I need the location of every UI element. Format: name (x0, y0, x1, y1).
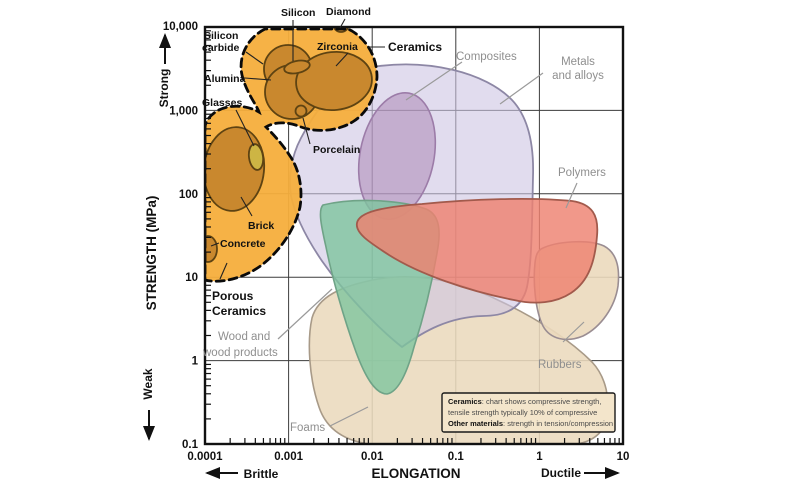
svg-text:1,000: 1,000 (169, 105, 198, 117)
label-strong: Strong (157, 69, 171, 108)
svg-text:1: 1 (192, 356, 199, 368)
label-zirconia: Zirconia (317, 41, 358, 53)
ceramics-dashed-boundary (205, 27, 379, 283)
label-concrete: Concrete (220, 238, 266, 250)
leader-lines-gray (277, 61, 585, 427)
label-rubbers: Rubbers (538, 359, 582, 371)
svg-text:10: 10 (185, 272, 198, 284)
leader-lines-black (210, 18, 385, 280)
blob-concrete (205, 235, 218, 263)
note-box (441, 392, 616, 433)
label-porcelain: Porcelain (313, 144, 360, 156)
blob-silicon (283, 59, 311, 75)
blob-glasses (247, 143, 265, 171)
label-weak: Weak (141, 368, 155, 399)
region-blobs (205, 27, 620, 444)
note-line3: Other materials: strength in tension/com… (448, 419, 613, 428)
svg-text:0.01: 0.01 (361, 451, 384, 463)
label-foams: Foams (290, 422, 325, 434)
label-silicon: Silicon (281, 7, 315, 19)
label-glasses: Glasses (202, 97, 242, 109)
svg-text:1: 1 (536, 451, 543, 463)
label-metals-line2: and alloys (552, 70, 604, 82)
plot-border (203, 25, 625, 446)
x-axis-title: ELONGATION (372, 466, 461, 481)
note-line1: Ceramics: chart shows compressive streng… (448, 397, 601, 406)
minor-ticks (205, 30, 620, 444)
label-ductile: Ductile (541, 466, 581, 480)
label-silicon-carbide-line2: carbide (202, 42, 240, 54)
label-alumina: Alumina (204, 73, 246, 85)
label-diamond: Diamond (326, 6, 371, 18)
svg-text:0.001: 0.001 (274, 451, 303, 463)
label-porous-ceramics-line1: Porous (212, 289, 254, 303)
svg-text:0.1: 0.1 (182, 439, 199, 451)
svg-text:0.0001: 0.0001 (187, 451, 223, 463)
label-silicon-carbide-line1: Silicon (204, 30, 238, 42)
label-brittle: Brittle (244, 467, 279, 481)
x-axis-tick-labels: 0.0001 0.001 0.01 0.1 1 10 (187, 451, 629, 463)
label-ceramics: Ceramics (388, 40, 442, 54)
label-wood-line1: Wood and (218, 331, 270, 343)
svg-text:10,000: 10,000 (163, 21, 198, 33)
label-metals-line1: Metals (561, 56, 595, 68)
svg-text:10: 10 (617, 451, 630, 463)
label-porous-ceramics-line2: Ceramics (212, 304, 266, 318)
region-polymers (356, 197, 599, 304)
blob-zirconia (295, 50, 373, 112)
label-polymers: Polymers (558, 167, 606, 179)
blob-porcelain (294, 104, 308, 118)
y-axis-title: STRENGTH (MPa) (144, 196, 159, 311)
label-composites: Composites (456, 51, 517, 63)
svg-text:0.1: 0.1 (448, 451, 465, 463)
y-axis-tick-labels: 10,000 1,000 100 10 1 0.1 (163, 21, 199, 451)
label-brick: Brick (248, 220, 274, 232)
label-wood-line2: wood products (202, 347, 278, 359)
note-line2: tensile strength typically 10% of compre… (448, 408, 597, 417)
svg-text:100: 100 (179, 189, 198, 201)
